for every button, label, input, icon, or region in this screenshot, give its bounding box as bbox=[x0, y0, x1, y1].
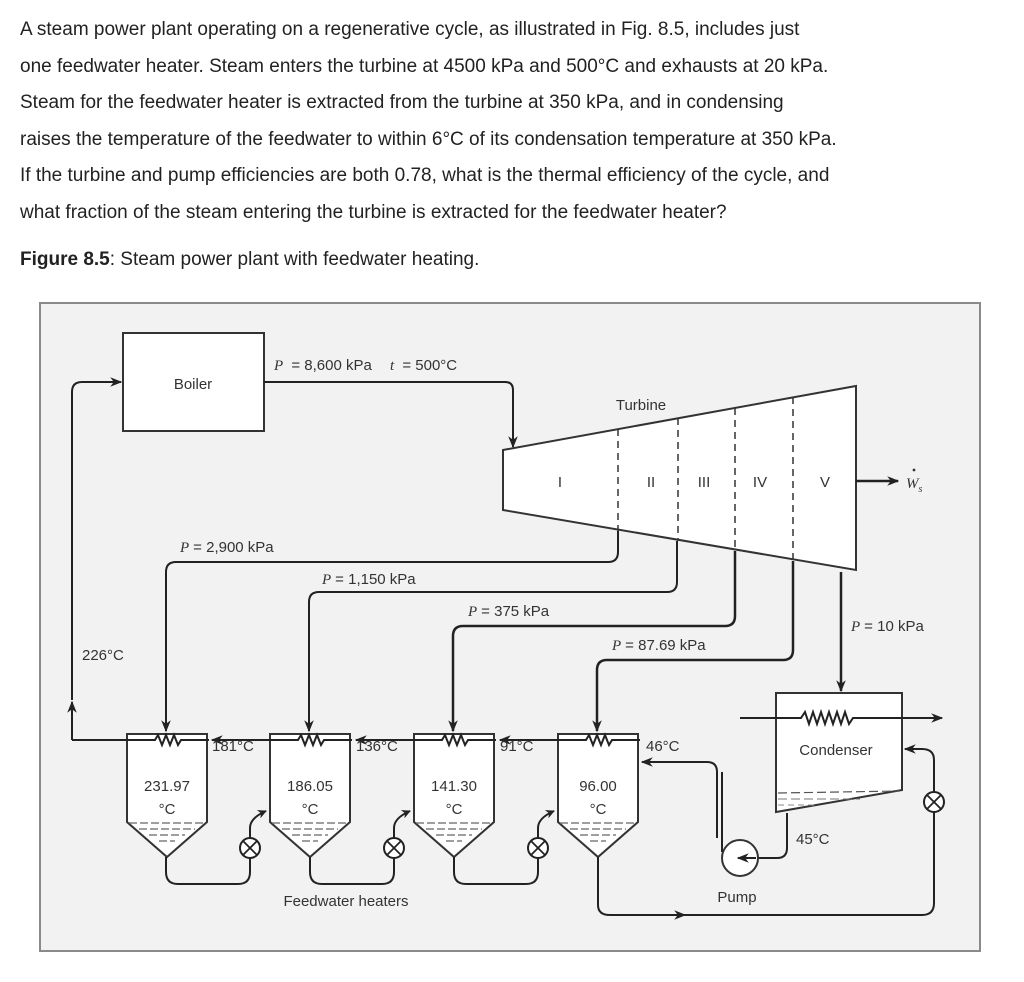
heater-sat-temp: 231.97 bbox=[144, 778, 190, 795]
heater-temp-unit: °C bbox=[446, 801, 463, 818]
stage-label: V bbox=[820, 474, 830, 491]
feedwater-heater: 186.05 °C bbox=[268, 732, 352, 859]
turbine-label: Turbine bbox=[616, 397, 666, 414]
extraction-pressure-4: P= 87.69 kPa bbox=[611, 637, 706, 654]
throttle-valve-icon bbox=[239, 837, 261, 859]
heater-inlet-temp: 181°C bbox=[212, 738, 254, 755]
problem-line: raises the temperature of the feedwater … bbox=[20, 128, 837, 150]
boiler: Boiler bbox=[122, 332, 265, 432]
stage-label: IV bbox=[753, 474, 767, 491]
problem-line: Steam for the feedwater heater is extrac… bbox=[20, 92, 784, 113]
exhaust-pressure: P= 10 kPa bbox=[850, 618, 924, 635]
pump-label: Pump bbox=[717, 889, 756, 906]
extraction-line-2 bbox=[304, 541, 678, 733]
throttle-valve-icon bbox=[923, 791, 945, 813]
problem-statement: A steam power plant operating on a regen… bbox=[20, 12, 1010, 231]
boiler-feed-line bbox=[71, 377, 123, 700]
boiler-feed-temp: 226°C bbox=[82, 647, 124, 664]
throttle-valve-icon bbox=[383, 837, 405, 859]
heater-temp-unit: °C bbox=[590, 801, 607, 818]
main-steam-line bbox=[264, 381, 518, 449]
heater-sat-temp: 186.05 bbox=[287, 778, 333, 795]
problem-line: what fraction of the steam entering the … bbox=[20, 201, 727, 223]
dot-icon bbox=[912, 468, 916, 472]
problem-line: If the turbine and pump efficiencies are… bbox=[20, 165, 830, 186]
stage-label: I bbox=[558, 474, 562, 491]
extraction-line-4 bbox=[592, 561, 795, 733]
feedwater-heater: 231.97 °C bbox=[125, 732, 209, 859]
turbine: Turbine I II III IV V bbox=[502, 384, 857, 572]
heater-temp-unit: °C bbox=[159, 801, 176, 818]
heater-inlet-temp: 91°C bbox=[500, 738, 534, 755]
extraction-line-3 bbox=[448, 551, 737, 733]
figure-caption-text: : Steam power plant with feedwater heati… bbox=[109, 249, 480, 270]
cooling-water-coil bbox=[740, 708, 944, 728]
problem-line: A steam power plant operating on a regen… bbox=[20, 19, 800, 40]
drain-line-1 bbox=[165, 857, 251, 885]
condenser-outlet-temp: 45°C bbox=[796, 831, 830, 848]
heater-temp-unit: °C bbox=[302, 801, 319, 818]
feedwater-heater: 96.00 °C bbox=[556, 732, 640, 859]
extraction-pressure-1: P= 2,900 kPa bbox=[179, 539, 274, 556]
throttle-valve-icon bbox=[527, 837, 549, 859]
figure-caption: Figure 8.5: Steam power plant with feedw… bbox=[20, 242, 479, 278]
heater-inlet-temp: 46°C bbox=[646, 738, 680, 755]
drain-line-3 bbox=[453, 857, 539, 885]
extraction-pressure-2: P= 1,150 kPa bbox=[321, 571, 416, 588]
stage-label: III bbox=[698, 474, 711, 491]
pump bbox=[721, 839, 759, 877]
problem-line: one feedwater heater. Steam enters the t… bbox=[20, 55, 829, 77]
shaft-work-label: Ws bbox=[906, 476, 923, 495]
heater-inlet-temp: 136°C bbox=[356, 738, 398, 755]
heater-coil bbox=[125, 732, 209, 748]
boiler-outlet-label: P = 8,600 kPa t = 500°C bbox=[273, 357, 457, 374]
heater-coil bbox=[412, 732, 496, 748]
heater-sat-temp: 141.30 bbox=[431, 778, 477, 795]
extraction-line-1 bbox=[161, 531, 619, 733]
condenser: Condenser bbox=[740, 692, 944, 814]
drain-line-4 bbox=[597, 812, 935, 916]
stage-label: II bbox=[647, 474, 655, 491]
condenser-label: Condenser bbox=[799, 742, 872, 759]
heater-sat-temp: 96.00 bbox=[579, 778, 617, 795]
feedwater-heaters-label: Feedwater heaters bbox=[283, 893, 408, 910]
heater-coil bbox=[268, 732, 352, 748]
drain-line-2 bbox=[309, 857, 395, 885]
boiler-label: Boiler bbox=[174, 376, 212, 393]
figure-label: Figure 8.5 bbox=[20, 249, 110, 270]
heater-coil bbox=[556, 732, 640, 748]
extraction-pressure-3: P= 375 kPa bbox=[467, 603, 550, 620]
feedwater-heater: 141.30 °C bbox=[412, 732, 496, 859]
